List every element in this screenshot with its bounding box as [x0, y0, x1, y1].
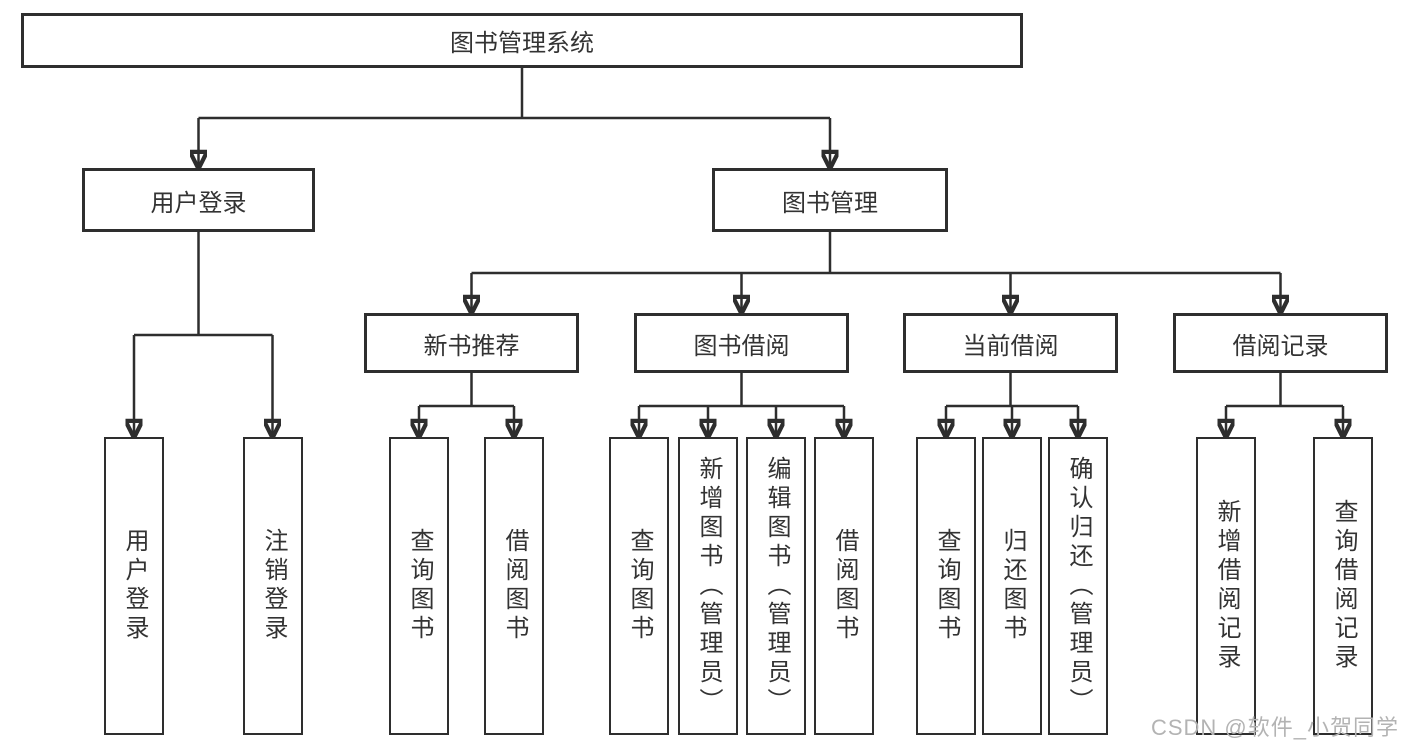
node-leaf-add-book-admin: 新增图书（管理员）: [678, 437, 738, 735]
node-leaf-add-borrow-record: 新增借阅记录: [1196, 437, 1256, 735]
leaf-label: 查询图书: [406, 528, 433, 644]
leaf-label: 用户登录: [121, 528, 148, 644]
node-leaf-logout: 注销登录: [243, 437, 303, 735]
node-root-system: 图书管理系统: [21, 13, 1023, 68]
leaf-label: 归还图书: [999, 528, 1026, 644]
leaf-label: 查询图书: [626, 528, 653, 644]
node-leaf-query-books-borrowing: 查询图书: [609, 437, 669, 735]
node-leaf-edit-book-admin: 编辑图书（管理员）: [746, 437, 806, 735]
node-leaf-borrow-books: 借阅图书: [814, 437, 874, 735]
node-book-management-branch: 图书管理: [712, 168, 948, 232]
leaf-label: 借阅图书: [501, 528, 528, 644]
node-leaf-query-borrow-record: 查询借阅记录: [1313, 437, 1373, 735]
node-leaf-query-books-recommend: 查询图书: [389, 437, 449, 735]
node-leaf-borrow-books-recommend: 借阅图书: [484, 437, 544, 735]
leaf-label: 编辑图书（管理员）: [763, 455, 790, 717]
node-user-login-branch: 用户登录: [82, 168, 315, 232]
node-borrow-records: 借阅记录: [1173, 313, 1388, 373]
node-leaf-query-books-current: 查询图书: [916, 437, 976, 735]
node-leaf-confirm-return-admin: 确认归还（管理员）: [1048, 437, 1108, 735]
csdn-watermark: CSDN @软件_小贺同学: [1150, 715, 1399, 740]
node-new-book-recommend: 新书推荐: [364, 313, 579, 373]
leaf-label: 注销登录: [260, 528, 287, 644]
leaf-label: 借阅图书: [831, 528, 858, 644]
node-current-borrowing: 当前借阅: [903, 313, 1118, 373]
leaf-label: 确认归还（管理员）: [1065, 455, 1092, 717]
leaf-label: 新增借阅记录: [1213, 499, 1240, 673]
node-leaf-return-book: 归还图书: [982, 437, 1042, 735]
leaf-label: 新增图书（管理员）: [695, 455, 722, 717]
leaf-label: 查询图书: [933, 528, 960, 644]
leaf-label: 查询借阅记录: [1330, 499, 1357, 673]
node-leaf-user-login: 用户登录: [104, 437, 164, 735]
node-book-borrowing: 图书借阅: [634, 313, 849, 373]
